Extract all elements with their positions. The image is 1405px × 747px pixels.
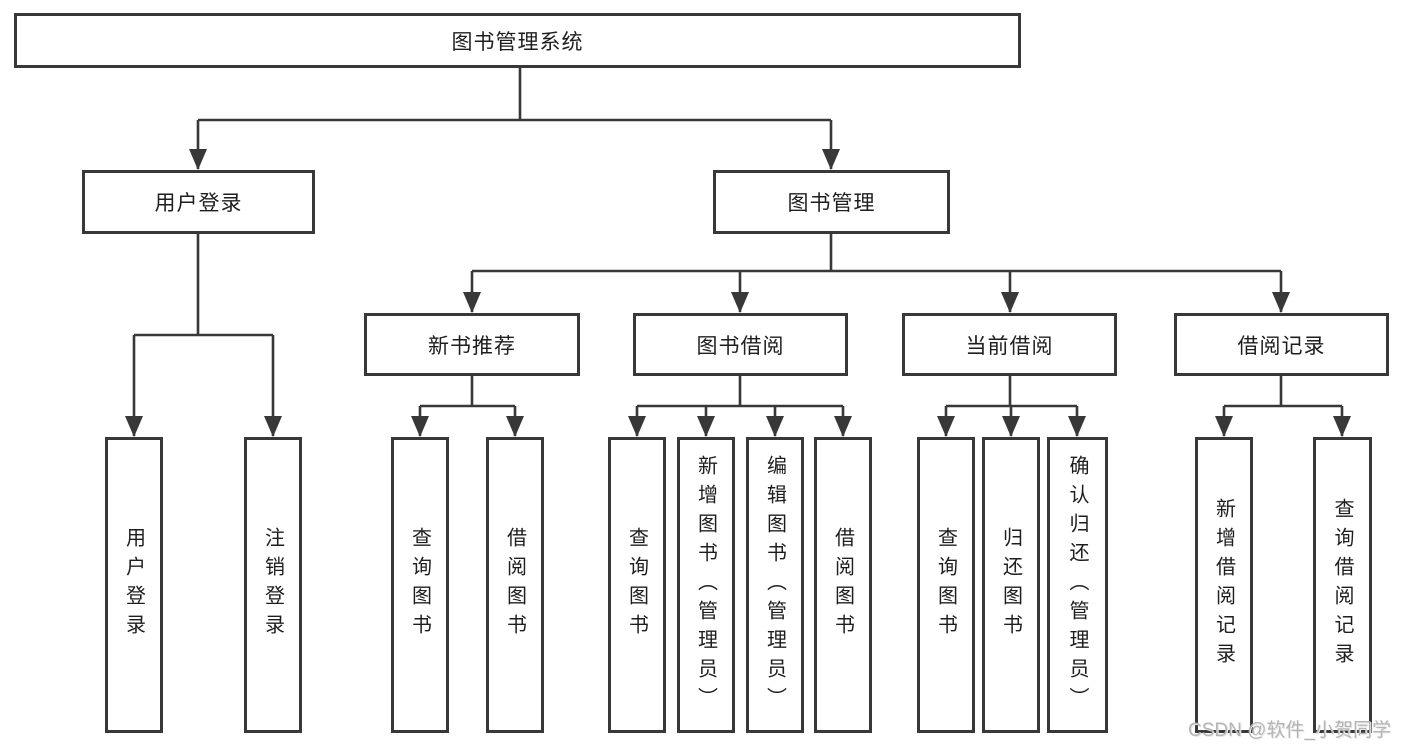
leaf-nbr-borrow-book-label: 借阅图书: [503, 527, 526, 643]
leaf-logout-label: 注销登录: [261, 527, 284, 643]
node-current-borrow: 当前借阅: [902, 313, 1117, 376]
leaf-cb-query-book-label: 查询图书: [934, 527, 957, 643]
leaf-bb-edit-book-label: 编辑图书（管理员）: [763, 454, 786, 716]
leaf-nbr-query-book-label: 查询图书: [408, 527, 431, 643]
leaf-bb-query-book: 查询图书: [608, 437, 666, 733]
node-book-borrow: 图书借阅: [633, 313, 848, 376]
node-user-login-label: 用户登录: [154, 192, 243, 215]
leaf-logout: 注销登录: [244, 437, 302, 733]
leaf-cb-return-book: 归还图书: [982, 437, 1040, 733]
node-root-label: 图书管理系统: [451, 30, 584, 54]
leaf-user-login-label: 用户登录: [122, 527, 145, 643]
connector-trunks: [134, 68, 1342, 408]
leaf-bb-add-book: 新增图书（管理员）: [677, 437, 735, 733]
leaf-br-add-record: 新增借阅记录: [1195, 437, 1253, 733]
leaf-br-query-record: 查询借阅记录: [1313, 437, 1372, 733]
node-borrow-record: 借阅记录: [1174, 313, 1389, 376]
leaf-cb-confirm-return: 确认归还（管理员）: [1047, 437, 1108, 733]
node-new-book-recommend-label: 新书推荐: [428, 334, 516, 358]
node-borrow-record-label: 借阅记录: [1237, 334, 1326, 358]
leaf-bb-borrow-book-label: 借阅图书: [831, 527, 854, 643]
watermark: CSDN @软件_小贺同学: [1188, 720, 1391, 741]
leaf-cb-confirm-return-label: 确认归还（管理员）: [1066, 454, 1088, 716]
node-book-borrow-label: 图书借阅: [696, 334, 785, 358]
leaf-bb-add-book-label: 新增图书（管理员）: [694, 454, 717, 716]
leaf-cb-query-book: 查询图书: [917, 437, 975, 733]
node-root: 图书管理系统: [14, 13, 1021, 68]
leaf-cb-return-book-label: 归还图书: [999, 527, 1022, 643]
leaf-bb-borrow-book: 借阅图书: [814, 437, 872, 733]
leaf-br-query-record-label: 查询借阅记录: [1331, 498, 1353, 672]
node-new-book-recommend: 新书推荐: [364, 313, 580, 376]
leaf-nbr-borrow-book: 借阅图书: [486, 437, 544, 733]
node-book-management-label: 图书管理: [787, 192, 876, 215]
node-current-borrow-label: 当前借阅: [965, 334, 1054, 358]
leaf-bb-edit-book: 编辑图书（管理员）: [746, 437, 804, 733]
leaf-br-add-record-label: 新增借阅记录: [1212, 498, 1235, 672]
node-user-login: 用户登录: [82, 170, 315, 234]
leaf-bb-query-book-label: 查询图书: [625, 527, 648, 643]
leaf-user-login: 用户登录: [105, 437, 163, 733]
leaf-nbr-query-book: 查询图书: [391, 437, 449, 733]
node-book-management: 图书管理: [713, 170, 950, 234]
